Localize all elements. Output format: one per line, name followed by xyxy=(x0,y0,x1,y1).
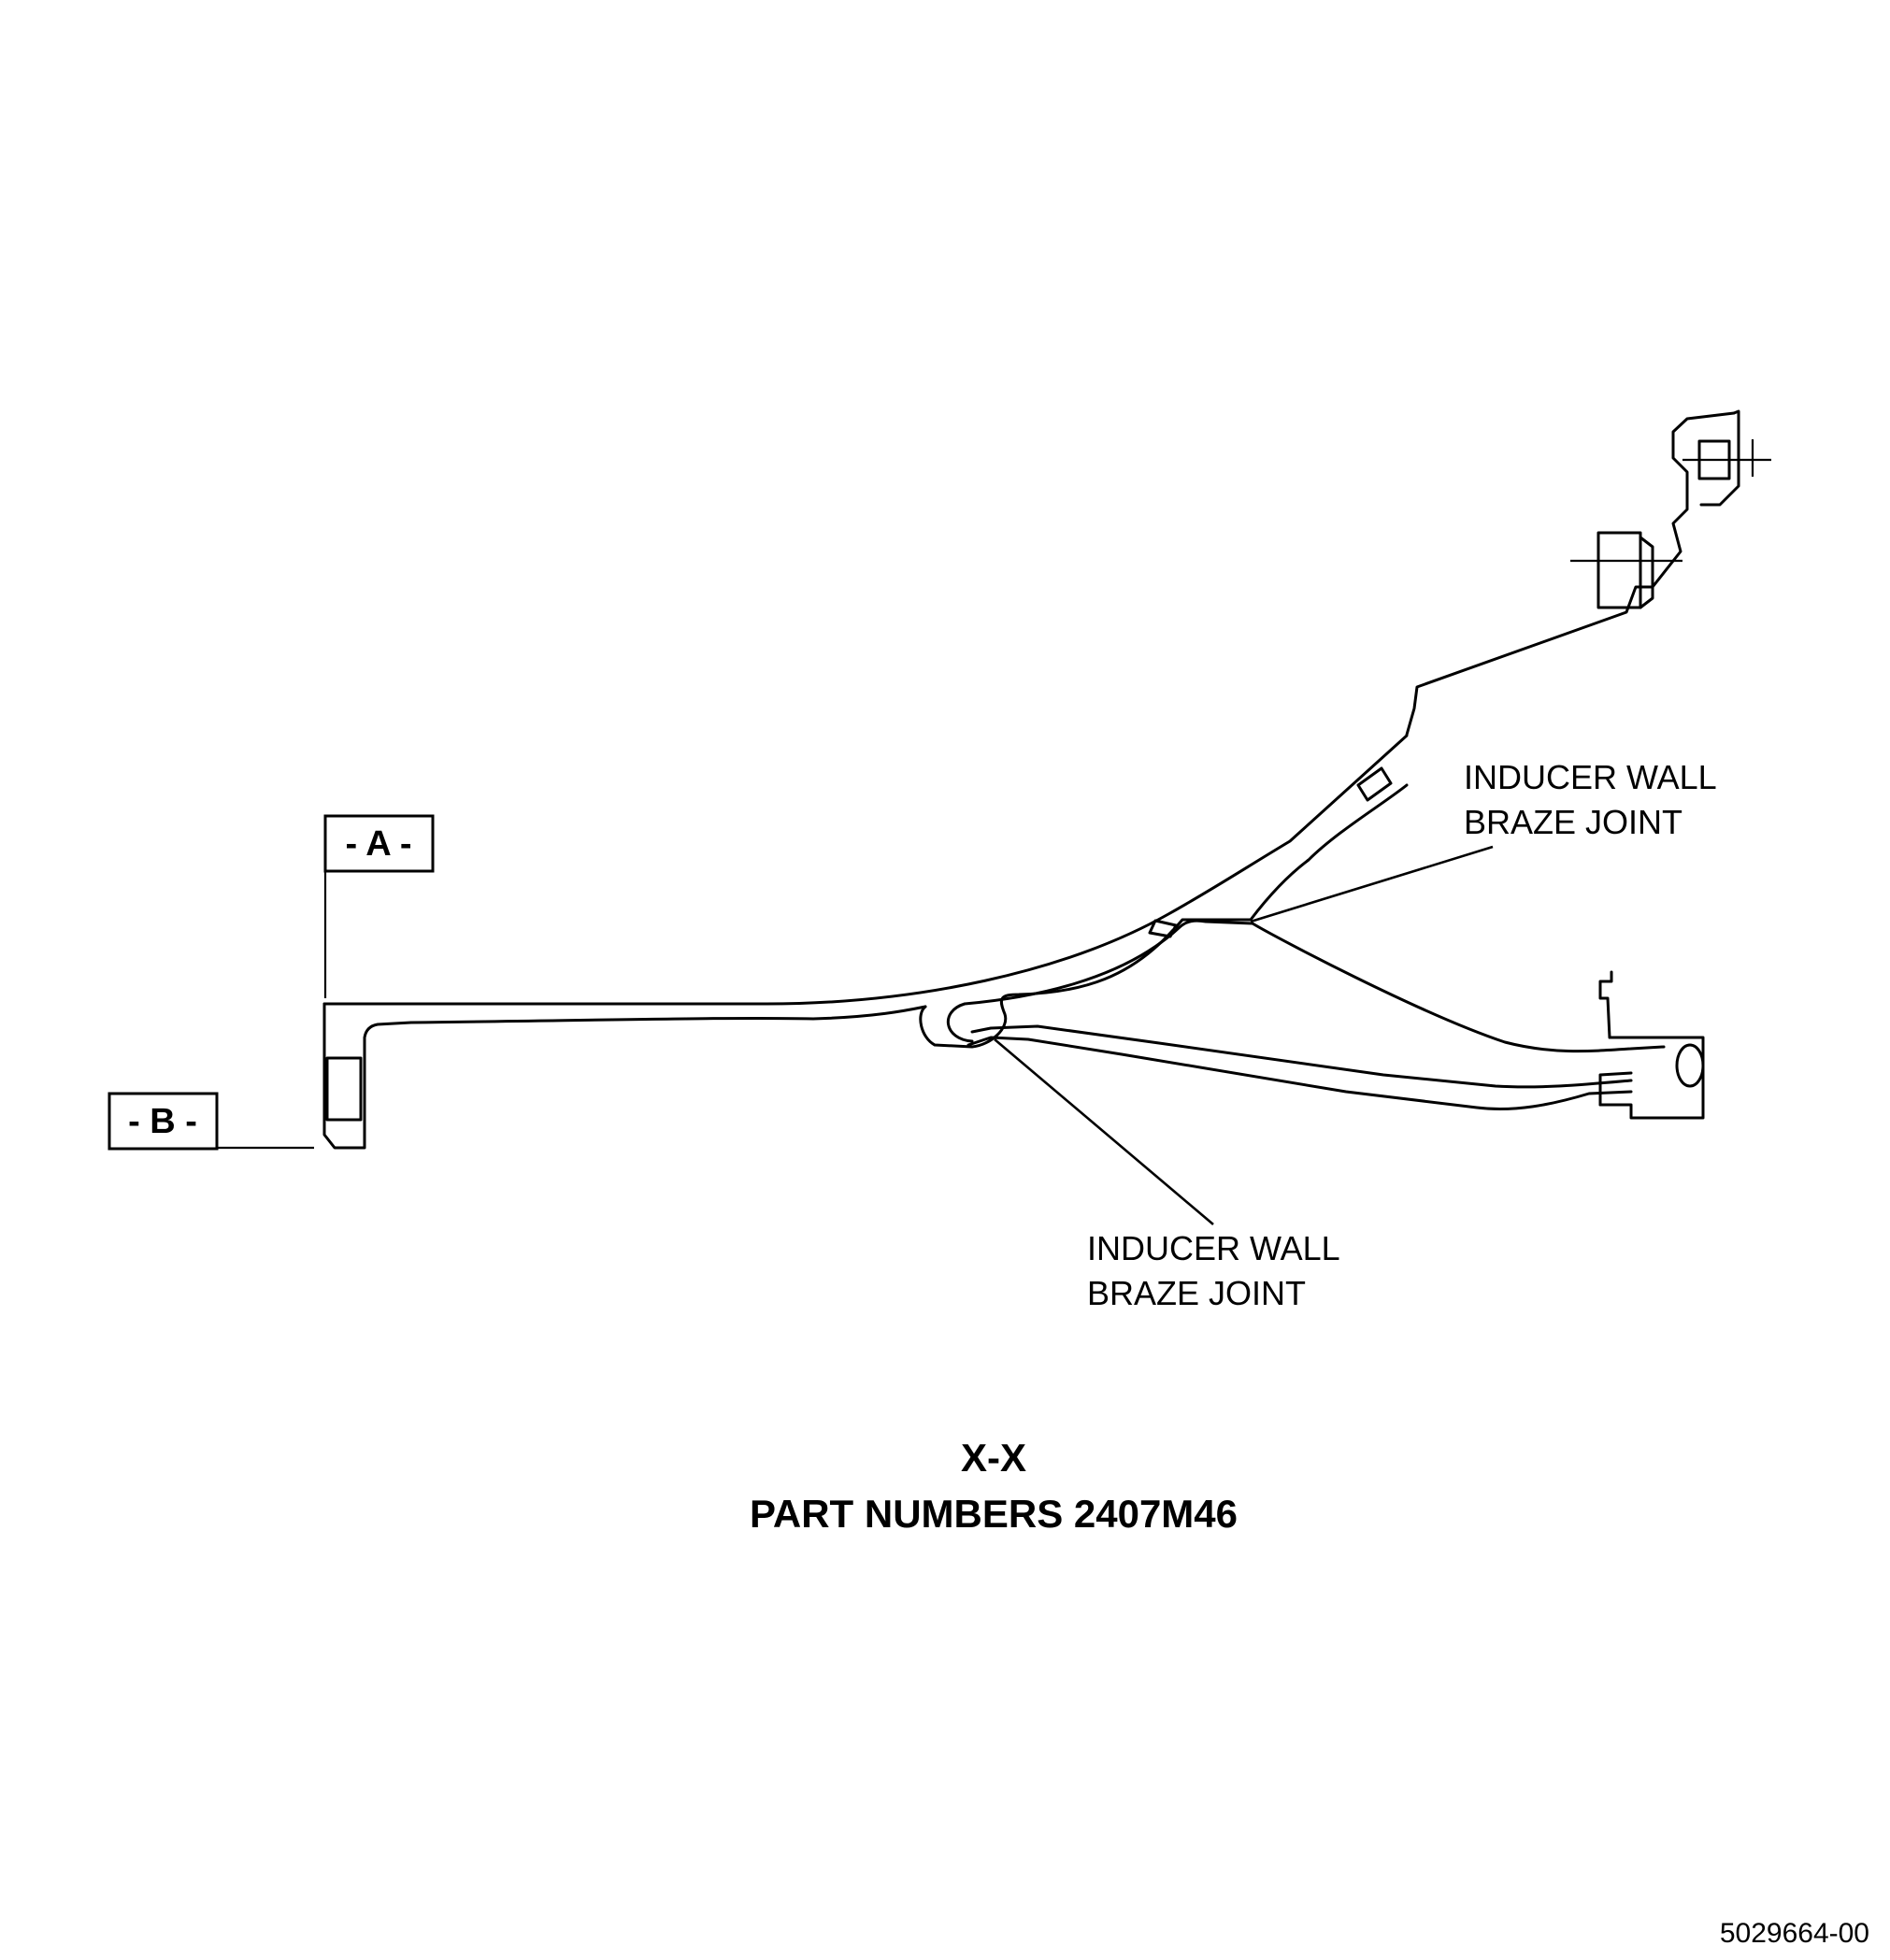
callout-1-line2: BRAZE JOINT xyxy=(1464,803,1682,841)
right-flange xyxy=(1598,1036,1705,1120)
callout-2-line2: BRAZE JOINT xyxy=(1087,1274,1306,1312)
left-flange xyxy=(322,1002,413,1150)
lower-skin xyxy=(409,1005,927,1024)
callout-2-line1: INDUCER WALL xyxy=(1087,1229,1340,1267)
upper-skin xyxy=(322,411,1736,1006)
datum-a-callout: - A - xyxy=(323,814,435,998)
datum-b-label: - B - xyxy=(128,1102,197,1141)
inducer-pocket xyxy=(919,928,1175,1049)
inner-loop xyxy=(947,919,1666,1053)
callout-2-leader xyxy=(994,1038,1214,1225)
upper-boss-lower xyxy=(1570,531,1682,609)
component-cross-section xyxy=(322,409,1771,1150)
figure-id: 5029664-00 xyxy=(1720,1918,1869,1949)
lower-strut xyxy=(966,1036,1633,1110)
datum-b-callout: - B - xyxy=(107,1092,314,1151)
upper-boss-upper xyxy=(1682,439,1771,480)
callout-1-leader xyxy=(1250,845,1494,923)
part-numbers-title: PART NUMBERS 2407M46 xyxy=(750,1492,1238,1536)
section-label: X-X xyxy=(961,1436,1026,1480)
callout-braze-joint-upper: INDUCER WALL BRAZE JOINT xyxy=(1464,758,1717,841)
datum-a-label: - A - xyxy=(345,824,411,864)
callout-1-line1: INDUCER WALL xyxy=(1464,758,1717,796)
callout-braze-joint-lower: INDUCER WALL BRAZE JOINT xyxy=(1087,1229,1340,1312)
